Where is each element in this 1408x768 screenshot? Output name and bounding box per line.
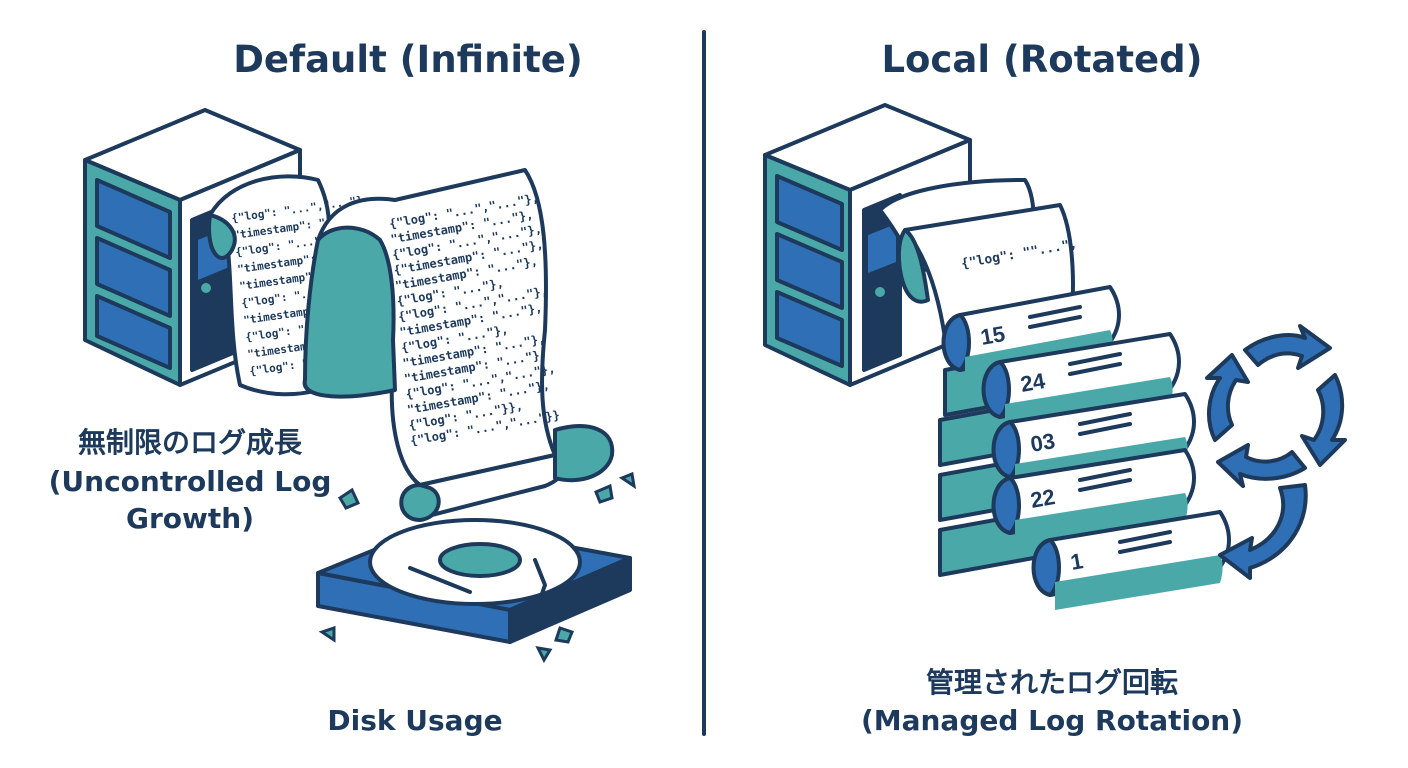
disk-usage-label: Disk Usage [327,704,502,737]
log-roll-3: 22 [991,448,1196,548]
roll-number-0: 15 [979,321,1007,350]
disk-debris [318,471,637,664]
panel-divider [702,30,706,736]
roll-number-1: 24 [1019,368,1048,397]
log-scroll-large [302,168,615,522]
roll-number-3: 22 [1029,484,1057,513]
growth-label-en-2: Growth) [126,502,254,535]
left-panel-title: Default (Infinite) [233,38,583,81]
rotation-label-en: (Managed Log Rotation) [861,704,1243,737]
rotation-label-ja: 管理されたログ回転 [926,666,1178,699]
broken-disk-icon [316,518,632,644]
log-roll-1: 24 [981,332,1181,432]
roll-number-4: 1 [1069,548,1085,575]
growth-label-ja: 無制限のログ成長 [78,426,303,459]
right-panel-title: Local (Rotated) [881,38,1203,81]
growth-label-en: (Uncontrolled Log [49,465,332,498]
rotated-log-rolls: 15 24 03 22 1 [938,285,1231,610]
rotation-cycle-icon [1205,324,1347,580]
log-ribbon-small [207,174,331,397]
roll-number-2: 03 [1029,428,1057,457]
log-roll-4: 1 [1031,510,1231,610]
